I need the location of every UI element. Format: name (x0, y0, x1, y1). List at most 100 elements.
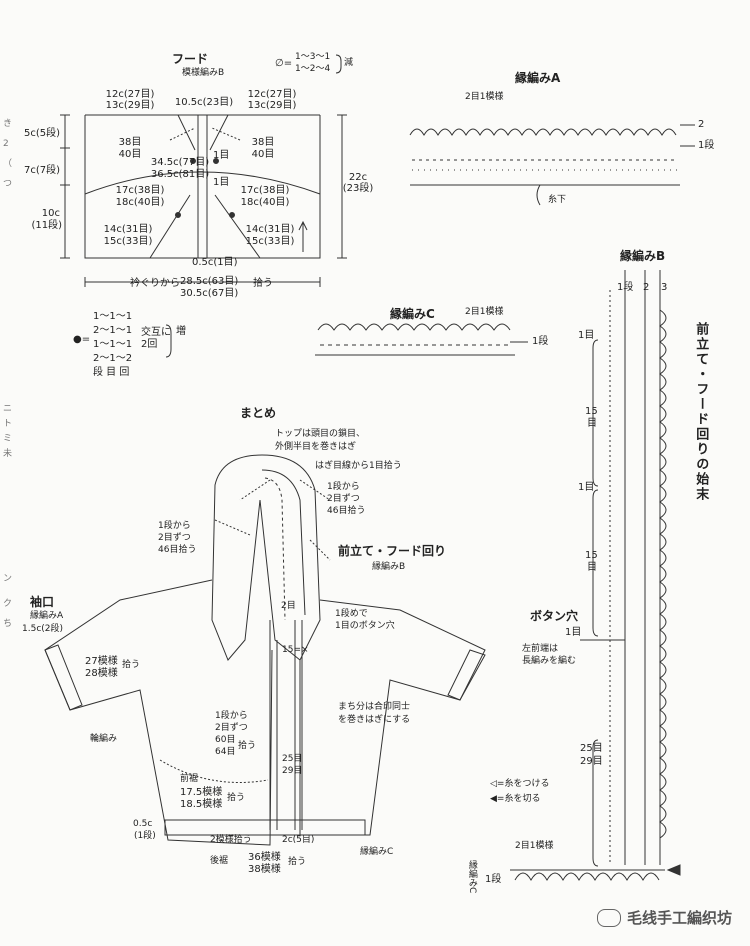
hood-pattern: 模様編みB (182, 68, 225, 78)
edge-b-col-1: 1段 (617, 282, 634, 293)
hood-38-left-a: 38目 (118, 137, 142, 148)
hood-38-right-a: 38目 (251, 137, 275, 148)
hood-top-left-b: 13c(29目) (105, 100, 155, 111)
right-pick-2: 2目ずつ (327, 494, 360, 504)
hood-dec-rule-1: 1〜3〜1 (295, 52, 331, 62)
margin-3: （ (3, 159, 13, 169)
legend-cut: ◀=糸を切る (490, 794, 541, 804)
hood-one-st-b: 1目 (213, 177, 230, 188)
inc-line-1: 1〜1〜1 (93, 311, 133, 322)
assembly-title: まとめ (240, 406, 277, 420)
top-note-2: 外側半目を巻きはぎ (275, 442, 357, 452)
edge-b-mark-me-a: 目 (587, 418, 597, 429)
margin-6: ト (3, 419, 13, 429)
hood-17-right-a: 17c(38目) (240, 185, 290, 196)
edge-b-mark-15b: 15 (585, 550, 598, 561)
hood-pickup-suffix: 拾う (253, 278, 273, 289)
hem-05-a: 0.5c (133, 819, 153, 829)
hood-14-left-a: 14c(31目) (103, 224, 153, 235)
hood-top-right-b: 13c(29目) (247, 100, 297, 111)
watermark-text: 毛线手工編织坊 (626, 909, 732, 927)
margin-11: ち (3, 619, 13, 629)
two-pick: 2模様拾う (210, 835, 252, 845)
inc-dot: ●= (73, 334, 91, 345)
hood-top-left-a: 12c(27目) (105, 89, 155, 100)
hood-top-right-a: 12c(27目) (247, 89, 297, 100)
hood-dec-prefix: ∅= (275, 58, 293, 69)
edge-a-cut: 糸下 (548, 195, 567, 205)
hood-row-11: (11段) (31, 220, 62, 231)
hood-pickup-b: 30.5c(67目) (180, 288, 239, 299)
edge-b-chart (510, 270, 681, 882)
edge-b-bh-note-2: 長編みを編む (522, 656, 577, 666)
wechat-icon (596, 908, 621, 927)
edge-b-bh-one: 1目 (565, 627, 582, 638)
hood-height-a: 22c (348, 172, 368, 183)
hood-row-5: 5c(5段) (23, 128, 60, 139)
lower-pick-4: 64目 (215, 747, 236, 757)
margin-1: き (3, 119, 13, 129)
hem-b: 18.5模様 (180, 799, 223, 810)
hood-drawing (60, 114, 347, 287)
edge-a-chart (409, 124, 695, 206)
hood-pickup-prefix: 衿ぐりから (130, 278, 180, 289)
edge-b-c-row: 1段 (485, 874, 502, 885)
hood-height-b: (23段) (342, 183, 374, 194)
edge-b-side-title: 前立て・フード回りの始末 (693, 322, 709, 502)
edge-a-row-2: 2 (698, 119, 705, 130)
jacket-drawing (44, 454, 486, 846)
inc-line-3: 1〜1〜1 (93, 339, 133, 350)
inc-label: 増 (176, 326, 186, 337)
top-note-1: トップは頭目の鎖目、 (275, 429, 366, 439)
mid-2: 2目 (281, 601, 296, 611)
mid-note-2: 1目のボタン穴 (335, 621, 395, 631)
hood-mid-345-b: 36.5c(81目) (150, 169, 210, 180)
edge-b-mark-me-b: 目 (587, 562, 597, 573)
hood-row-7: 7c(7段) (23, 165, 60, 176)
hem-05-b: (1段) (134, 831, 156, 841)
left-pick-2: 2目ずつ (158, 533, 191, 543)
left-pick-3: 46目拾う (158, 545, 197, 555)
cuff-pick-a: 27模様 (85, 656, 118, 667)
cuff-pick-b: 28模様 (85, 668, 118, 679)
hood-17-right-b: 18c(40目) (240, 197, 290, 208)
back-b: 38模様 (248, 864, 281, 875)
hood-38-left-b: 40目 (118, 149, 142, 160)
edge-b-c-rep: 2目1模様 (515, 841, 554, 851)
hood-14-right-a: 14c(31目) (245, 224, 295, 235)
hood-dec-rule-2: 1〜2〜4 (295, 64, 331, 74)
hood-title: フード (172, 52, 209, 66)
edge-b-col-2: 2 (643, 282, 650, 293)
hood-bottom-05: 0.5c(1目) (192, 257, 238, 268)
edge-c-label: 縁編みC (360, 847, 394, 857)
mae-suso: 前裾 (180, 774, 199, 784)
hood-one-st-a: 1目 (213, 150, 230, 161)
inc-line-2: 2〜1〜1 (93, 325, 133, 336)
edge-b-mark-1: 1目 (578, 330, 595, 341)
right-pick-1: 1段から (327, 482, 360, 492)
margin-7: ミ (3, 434, 13, 444)
r25-a: 25目 (282, 754, 303, 764)
margin-9: ン (3, 574, 13, 584)
edge-a-rep: 2目1模様 (465, 92, 504, 102)
machi-note-1: まち分は合印同士 (338, 702, 411, 712)
machi-note-2: を巻きはぎにする (338, 715, 411, 725)
edge-c-rep: 2目1模様 (465, 307, 504, 317)
cuff-title: 袖口 (30, 595, 55, 609)
margin-10: ク (3, 599, 13, 609)
edge-b-bh-note-1: 左前端は (522, 644, 559, 654)
lower-pick-3: 60目 (215, 735, 236, 745)
hood-14-left-b: 15c(33目) (103, 236, 153, 247)
lower-pick-suffix: 拾う (238, 741, 257, 751)
mid-note-1: 1段めで (335, 609, 368, 619)
margin-4: つ (3, 179, 13, 189)
hem-pick: 拾う (227, 793, 246, 803)
cuff-size: 1.5c(2段) (22, 624, 64, 634)
hem-a: 17.5模様 (180, 787, 223, 798)
margin-5: ニ (3, 404, 13, 414)
hood-top-mid: 10.5c(23目) (174, 97, 234, 108)
hood-mid-345-a: 34.5c(77目) (150, 157, 210, 168)
watermark: 毛线手工編织坊 (596, 907, 732, 928)
r25-b: 29目 (282, 766, 303, 776)
